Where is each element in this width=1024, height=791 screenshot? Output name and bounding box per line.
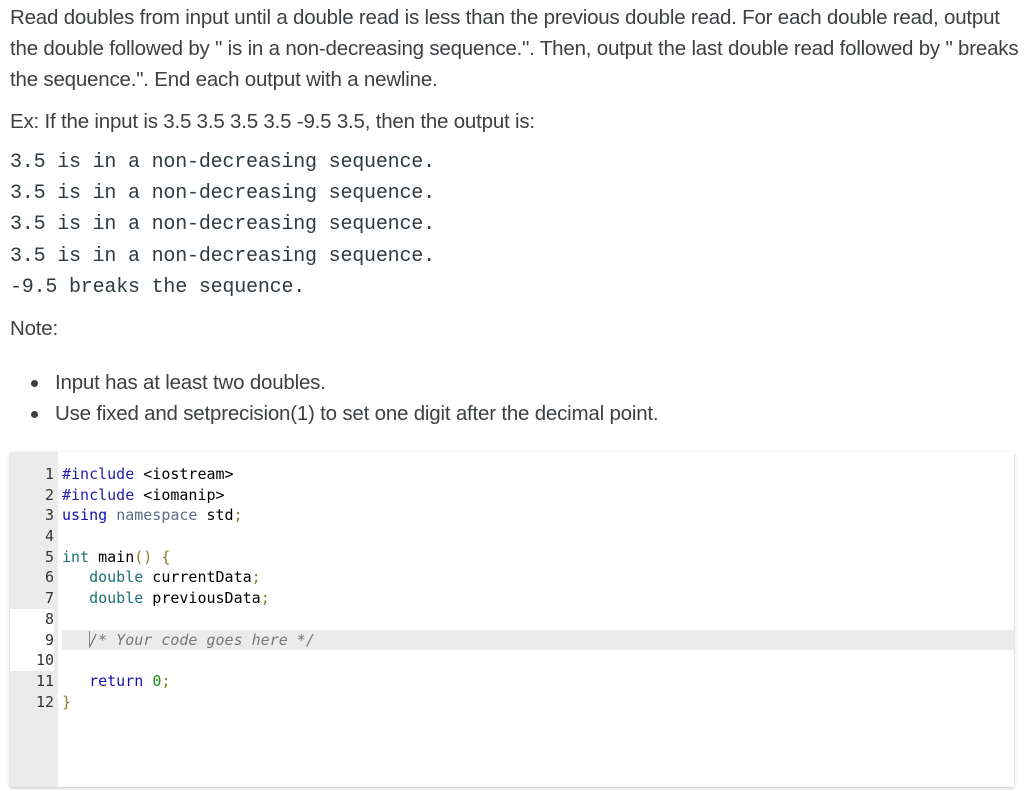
code-token: ; (161, 671, 171, 690)
note-label: Note: (10, 317, 58, 340)
sample-output-line: 3.5 is in a non-decreasing sequence. (10, 213, 435, 237)
line-number: 7 (10, 588, 54, 609)
line-number: 11 (10, 670, 54, 692)
line-number: 4 (10, 526, 54, 547)
code-text[interactable]: ​int main() { (62, 547, 1014, 568)
code-token (62, 631, 89, 649)
sample-output-line: -9.5 breaks the sequence. (10, 275, 306, 299)
code-line[interactable]: 7 ​ double previousData; (10, 588, 1014, 609)
code-token: #include (62, 465, 135, 483)
code-token: 0 (152, 671, 162, 690)
code-comment: /* Your code goes here */ (89, 630, 315, 649)
code-text[interactable]: ​ (62, 526, 1014, 547)
code-token: int (62, 547, 90, 566)
code-token: previousData (143, 589, 261, 608)
code-line[interactable]: 2 ​#include <iomanip> (10, 484, 1014, 506)
example-intro: Ex: If the input is 3.5 3.5 3.5 3.5 -9.5… (10, 110, 535, 133)
code-text[interactable]: ​using namespace std; (62, 505, 1014, 526)
line-number: 9 (10, 629, 54, 651)
code-token: return (89, 671, 144, 690)
code-line[interactable]: 10 ​ (10, 650, 1014, 671)
sample-output-line: 3.5 is in a non-decreasing sequence. (10, 182, 435, 206)
code-token: ; (233, 506, 243, 525)
code-line[interactable]: 1 ​#include <iostream> (10, 464, 1014, 485)
note-item: Use fixed and setprecision(1) to set one… (10, 398, 659, 429)
code-token: #include (62, 485, 135, 504)
code-line[interactable]: 8​ (10, 608, 1014, 630)
code-text[interactable]: ​#include <iostream> (62, 464, 1014, 485)
code-line[interactable]: 6 ​ double currentData; (10, 567, 1014, 589)
code-line[interactable]: 12 ​} (10, 691, 1014, 713)
code-text[interactable]: ​} (62, 692, 1014, 713)
note-text: Input has at least two doubles. (55, 371, 326, 394)
problem-description: Read doubles from input until a double r… (10, 6, 1019, 91)
line-number: 1 (10, 464, 54, 485)
bullet-icon (31, 411, 38, 418)
code-text[interactable]: ​ double previousData; (62, 588, 1014, 609)
code-token: double (89, 568, 144, 587)
code-token: ; (260, 589, 270, 608)
code-token: () { (134, 547, 171, 566)
code-line[interactable]: 11 ​ return 0; (10, 670, 1014, 692)
text-cursor (89, 630, 91, 648)
code-line[interactable]: 5 ​int main() { (10, 546, 1014, 568)
code-token (62, 568, 89, 586)
bullet-icon (31, 380, 38, 387)
code-token: std (197, 506, 234, 525)
line-number: 5 (10, 546, 54, 568)
line-number: 8 (10, 608, 54, 630)
code-line[interactable]: 4​ (10, 526, 1014, 547)
code-text[interactable]: ​ /* Your code goes here */ (62, 629, 1014, 651)
code-token (107, 506, 116, 524)
code-text[interactable]: ​ (62, 609, 1014, 630)
code-token: ; (251, 568, 261, 587)
code-token: <iostream> (134, 465, 234, 483)
code-token: namespace (116, 506, 198, 525)
code-token: double (89, 589, 144, 608)
code-token (143, 672, 152, 690)
code-text[interactable]: ​#include <iomanip> (62, 485, 1014, 506)
note-text: Use fixed and setprecision(1) to set one… (55, 402, 659, 425)
code-editor[interactable]: 1​#include <iostream>2​#include <iomanip… (10, 452, 1014, 787)
sample-output-line: 3.5 is in a non-decreasing sequence. (10, 244, 435, 268)
notes-list: Input has at least two doubles. Use fixe… (10, 367, 659, 429)
code-token (62, 672, 89, 690)
code-line[interactable]: 3 ​using namespace std; (10, 505, 1014, 527)
line-number: 12 (10, 691, 54, 713)
sample-output-line: 3.5 is in a non-decreasing sequence. (10, 151, 435, 174)
code-text[interactable]: ​ return 0; (62, 671, 1014, 692)
code-token (62, 589, 89, 607)
sample-output: 3.5 is in a non-decreasing sequence. 3.5… (10, 147, 435, 303)
line-number: 6 (10, 567, 54, 589)
code-line[interactable]: 9 ​ /* Your code goes here */ (10, 629, 1014, 651)
code-token: using (62, 506, 108, 525)
code-text[interactable]: ​ (62, 650, 1014, 671)
line-number: 10 (10, 650, 54, 671)
code-lines[interactable]: 1​#include <iostream>2​#include <iomanip… (10, 464, 1014, 713)
code-text[interactable]: ​ double currentData; (62, 567, 1014, 588)
code-token: main (89, 547, 135, 566)
line-number: 2 (10, 484, 54, 506)
note-item: Input has at least two doubles. (10, 367, 658, 398)
code-token: currentData (143, 568, 252, 587)
code-token: } (62, 692, 72, 711)
line-number: 3 (10, 505, 54, 527)
code-token: <iomanip> (134, 485, 225, 504)
